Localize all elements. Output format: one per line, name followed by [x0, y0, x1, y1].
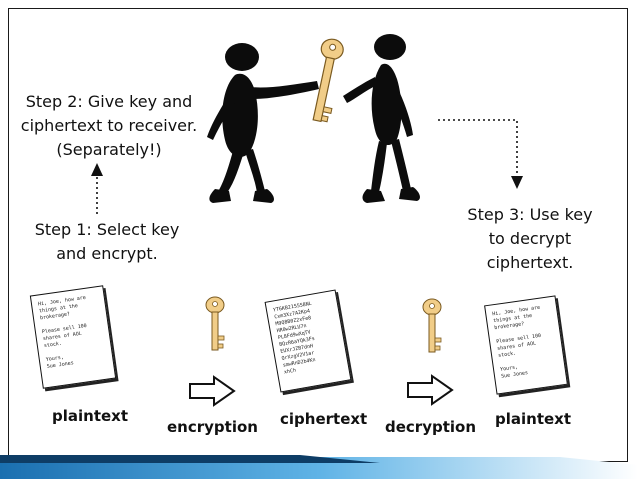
ciphertext-label: ciphertext — [280, 410, 368, 428]
key-icon — [205, 296, 225, 351]
step2-text: Step 2: Give key and ciphertext to recei… — [14, 90, 204, 162]
right-arrow-icon — [189, 375, 236, 407]
slide-accent-bar — [0, 455, 638, 479]
step2-line1: Step 2: Give key and — [25, 92, 193, 111]
person-icon — [207, 34, 420, 203]
step1-text: Step 1: Select key and encrypt. — [22, 218, 192, 266]
plaintext-document-right-text: Hi, Joe, how are things at the brokerage… — [491, 304, 542, 380]
ciphertext-document-text: YT6KB21S5S8NL Cxm3Xz7A2Kp4 M9Q8B0Z2xFe8 … — [272, 300, 317, 376]
plaintext-document-left: Hi, Joe, how are things at the brokerage… — [29, 285, 117, 389]
plaintext-document-left-text: Hi, Joe, how are things at the brokerage… — [37, 294, 88, 370]
step2-line3: (Separately!) — [56, 140, 162, 159]
decryption-label: decryption — [385, 418, 477, 436]
plaintext-document-right: Hi, Joe, how are things at the brokerage… — [484, 295, 568, 395]
encryption-label: encryption — [167, 418, 258, 436]
plaintext-label-right: plaintext — [495, 410, 572, 428]
right-arrow-icon — [407, 374, 454, 406]
step3-line2: to decrypt — [488, 229, 572, 248]
key-icon — [422, 298, 442, 353]
step3-line1: Step 3: Use key — [467, 205, 593, 224]
step2-line2: ciphertext to receiver. — [20, 116, 198, 135]
step1-line1: Step 1: Select key — [34, 220, 180, 239]
step1-line2: and encrypt. — [56, 244, 158, 263]
step3-line3: ciphertext. — [486, 253, 574, 272]
key-icon — [312, 38, 344, 123]
plaintext-label-left: plaintext — [52, 407, 129, 425]
step3-text: Step 3: Use key to decrypt ciphertext. — [455, 203, 605, 275]
